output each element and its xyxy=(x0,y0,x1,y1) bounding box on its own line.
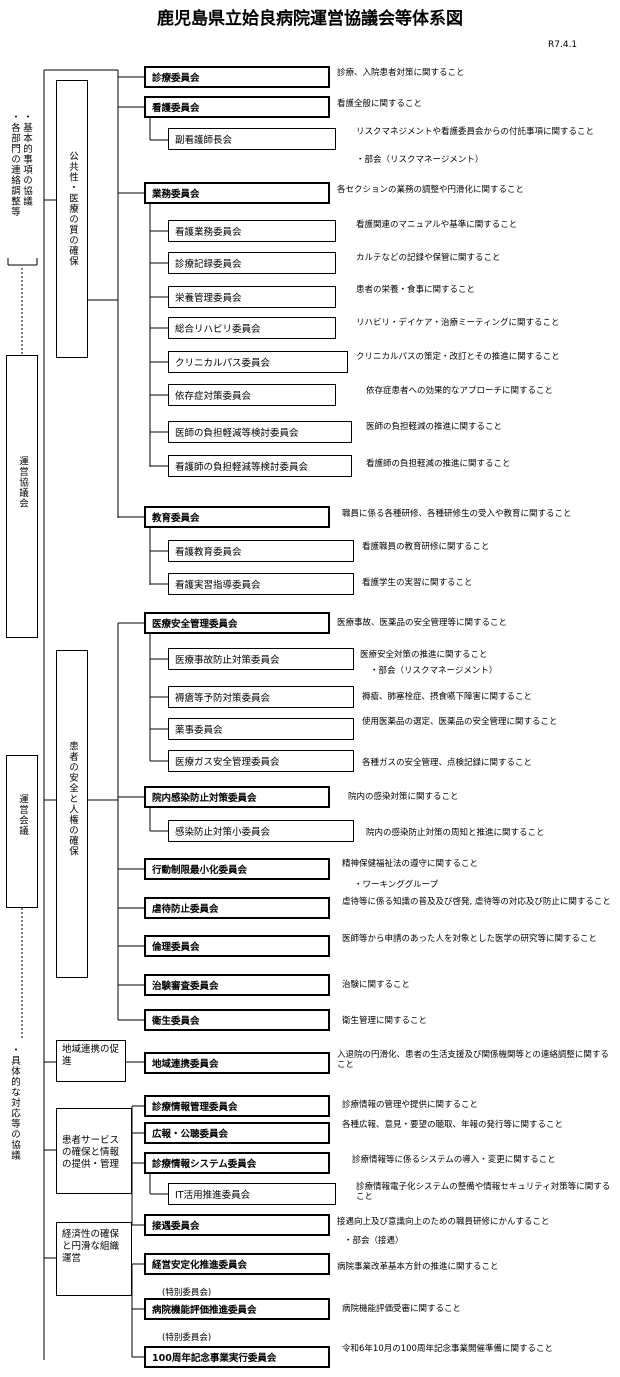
committee-box: 感染防止対策小委員会 xyxy=(168,820,354,842)
box-unei-kyogikai: 運営協議会 xyxy=(6,355,38,638)
committee-box: 医師の負担軽減等検討委員会 xyxy=(168,421,352,443)
group-label: 公共性・医療の質の確保 xyxy=(67,151,78,267)
committee-description: 使用医薬品の選定、医薬品の安全管理に関すること xyxy=(362,717,558,727)
group-economy: 経済性の確保と円滑な組織運営 xyxy=(56,1222,132,1296)
group-public-quality: 公共性・医療の質の確保 xyxy=(56,80,88,358)
committee-description: 依存症患者への効果的なアプローチに関すること xyxy=(366,386,554,396)
committee-description: 各セクションの業務の調整や円滑化に関すること xyxy=(337,185,525,195)
committee-description: 医療事故、医薬品の安全管理等に関すること xyxy=(337,618,508,628)
committee-description: 診療、入院患者対策に関すること xyxy=(337,68,465,78)
committee-description: 医療安全対策の推進に関すること xyxy=(360,650,488,660)
committee-box: 虐待防止委員会 xyxy=(144,897,330,919)
committee-description: 病院機能評価受審に関すること xyxy=(342,1304,462,1314)
committee-box: 薬事委員会 xyxy=(168,718,354,740)
committee-box: 地域連携委員会 xyxy=(144,1052,330,1074)
committee-box: 広報・公聴委員会 xyxy=(144,1122,330,1144)
committee-description: 治験に関すること xyxy=(342,980,411,990)
committee-box: 診療情報管理委員会 xyxy=(144,1095,330,1117)
special-committee-label: (特別委員会) xyxy=(162,1333,212,1343)
committee-box: 倫理委員会 xyxy=(144,935,330,957)
committee-box: 診療委員会 xyxy=(144,66,330,88)
committee-box: 看護業務委員会 xyxy=(168,220,336,242)
group-label: 患者の安全と人権の確保 xyxy=(67,741,78,857)
revision-date: R7.4.1 xyxy=(548,40,578,50)
committee-description: 各種ガスの安全管理、点検記録に関すること xyxy=(362,758,533,768)
committee-box: 病院機能評価推進委員会 xyxy=(144,1298,330,1320)
committee-description: リスクマネジメントや看護委員会からの付託事項に関すること xyxy=(356,127,595,137)
committee-note: ・部会（リスクマネージメント） xyxy=(356,155,484,165)
committee-description: 院内の感染対策に関すること xyxy=(348,792,459,802)
committee-box: クリニカルパス委員会 xyxy=(168,351,348,373)
committee-description: 職員に係る各種研修、各種研修生の受入や教育に関すること xyxy=(342,509,572,519)
committee-description: 看護職員の教育研修に関すること xyxy=(362,542,490,552)
committee-box: 医療ガス安全管理委員会 xyxy=(168,750,354,772)
committee-description: カルテなどの記録や保管に関すること xyxy=(356,253,501,263)
committee-box: 業務委員会 xyxy=(144,182,330,204)
committee-note: ・部会（接遇） xyxy=(344,1236,404,1246)
committee-box: 看護教育委員会 xyxy=(168,540,354,562)
committee-description: クリニカルパスの策定・改訂とその推進に関すること xyxy=(356,352,560,362)
group-patient-safety: 患者の安全と人権の確保 xyxy=(56,650,88,978)
committee-description: 看護全般に関すること xyxy=(337,99,423,109)
committee-box: 衛生委員会 xyxy=(144,1009,330,1031)
committee-description: 接遇向上及び意識向上のための職員研修にかんすること xyxy=(337,1217,550,1227)
committee-box: 看護実習指導委員会 xyxy=(168,573,354,595)
committee-box: 看護師の負担軽減等検討委員会 xyxy=(168,455,352,477)
label-unei-kyogikai: 運営協議会 xyxy=(17,456,28,509)
committee-description: 褥瘡、肺塞栓症、摂食嚥下障害に関すること xyxy=(362,692,533,702)
label-basic-matters: ・基本的事項の協議 ・各部門の連絡調整等 xyxy=(9,112,32,217)
committee-description: リハビリ・デイケア・治療ミーティングに関すること xyxy=(356,318,560,328)
committee-box: 褥瘡等予防対策委員会 xyxy=(168,686,354,708)
committee-box: 栄養管理委員会 xyxy=(168,286,336,308)
committee-box: 行動制限最小化委員会 xyxy=(144,858,330,880)
committee-box: IT活用推進委員会 xyxy=(168,1183,336,1205)
special-committee-label: (特別委員会) xyxy=(162,1288,212,1298)
group-regional: 地域連携の促進 xyxy=(56,1040,126,1082)
committee-description: 院内の感染防止対策の周知と推進に関すること xyxy=(366,828,545,838)
committee-description: 虐待等に係る知識の普及及び啓発, 虐待等の対応及び防止に関すること xyxy=(342,897,611,907)
committee-box: 診療情報システム委員会 xyxy=(144,1152,330,1174)
label-concrete-matters: ・具体的な対応等の協議 xyxy=(9,1045,20,1161)
committee-description: 各種広報、意見・要望の聴取、年報の発行等に関すること xyxy=(342,1120,564,1130)
committee-description: 診療情報の管理や提供に関すること xyxy=(342,1100,479,1110)
committee-box: 院内感染防止対策委員会 xyxy=(144,786,330,808)
committee-note: ・ワーキンググループ xyxy=(354,880,439,890)
committee-box: 副看護師長会 xyxy=(168,128,336,150)
committee-description: 衛生管理に関すること xyxy=(342,1016,428,1026)
committee-box: 医療安全管理委員会 xyxy=(144,612,330,634)
committee-note: ・部会（リスクマネージメント） xyxy=(370,666,498,676)
committee-description: 看護学生の実習に関すること xyxy=(362,578,473,588)
committee-description: 看護師の負担軽減の推進に関すること xyxy=(366,459,511,469)
label-unei-kaigi: 運営会議 xyxy=(17,794,28,836)
committee-box: 治験審査委員会 xyxy=(144,974,330,996)
committee-box: 教育委員会 xyxy=(144,506,330,528)
committee-description: 医師の負担軽減の推進に関すること xyxy=(366,422,503,432)
committee-box: 経営安定化推進委員会 xyxy=(144,1253,330,1275)
committee-description: 診療情報等に係るシステムの導入・変更に関すること xyxy=(352,1155,556,1165)
committee-box: 医療事故防止対策委員会 xyxy=(168,648,354,670)
committee-description: 患者の栄養・食事に関すること xyxy=(356,285,476,295)
committee-description: 看護関連のマニュアルや基準に関すること xyxy=(356,220,518,230)
group-patient-service: 患者サービスの確保と情報の提供・管理 xyxy=(56,1108,132,1194)
committee-description: 診療情報電子化システムの整備や情報セキュリティ対策等に関すること xyxy=(356,1182,611,1202)
committee-box: 診療記録委員会 xyxy=(168,252,336,274)
committee-box: 依存症対策委員会 xyxy=(168,384,336,406)
page-title: 鹿児島県立姶良病院運営協議会等体系図 xyxy=(157,9,463,29)
committee-box: 看護委員会 xyxy=(144,96,330,118)
committee-description: 医師等から申請のあった人を対象とした医学の研究等に関すること xyxy=(342,934,598,944)
box-unei-kaigi: 運営会議 xyxy=(6,755,38,908)
committee-description: 精神保健福祉法の遵守に関すること xyxy=(342,859,479,869)
committee-box: 接遇委員会 xyxy=(144,1214,330,1236)
committee-box: 総合リハビリ委員会 xyxy=(168,317,336,339)
committee-box: 100周年記念事業実行委員会 xyxy=(144,1346,330,1368)
committee-description: 入退院の円滑化、患者の生活支援及び関係機関等との連絡調整に関すること xyxy=(337,1050,609,1070)
committee-description: 令和6年10月の100周年記念事業開催準備に関すること xyxy=(342,1344,553,1354)
committee-description: 病院事業改革基本方針の推進に関すること xyxy=(337,1262,499,1272)
